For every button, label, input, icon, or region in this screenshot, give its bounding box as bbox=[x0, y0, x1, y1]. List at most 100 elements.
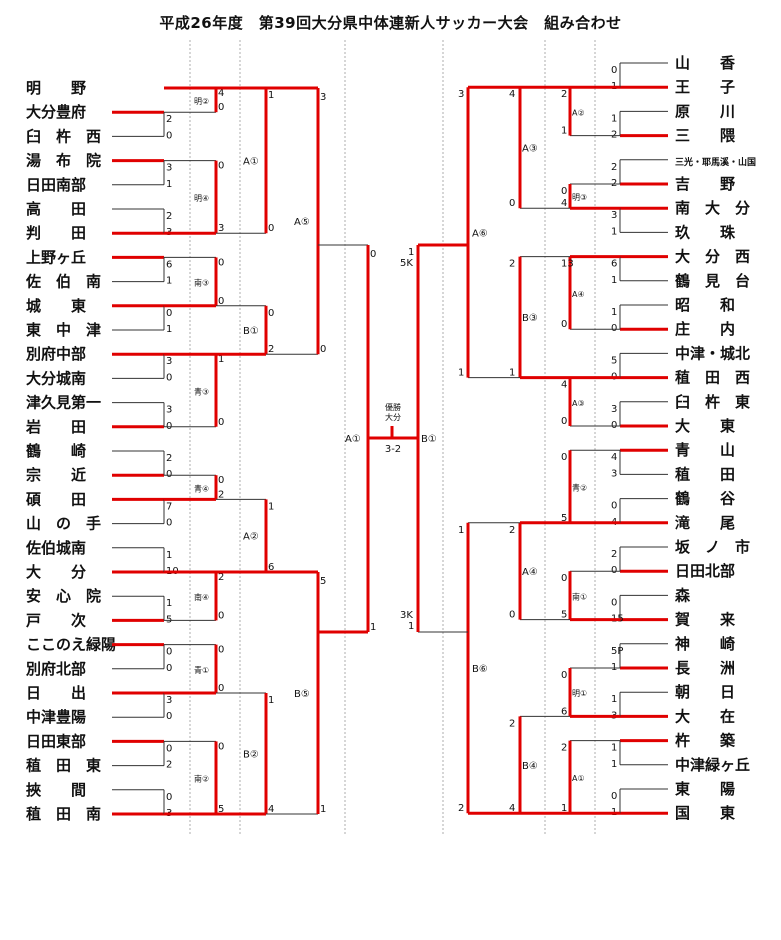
left-r3-label: B② bbox=[243, 750, 259, 761]
champion-label: 優勝 bbox=[385, 402, 401, 412]
right-r1-score-top: 5P bbox=[611, 646, 623, 657]
left-team-name: 稙 田 南 bbox=[26, 805, 101, 823]
left-r1-score-top: 0 bbox=[166, 647, 172, 658]
final-score: 3-2 bbox=[385, 444, 401, 455]
left-team-name: 戸 次 bbox=[26, 611, 86, 629]
left-team-name: 日田南部 bbox=[26, 176, 86, 194]
right-r4-score-top: 3 bbox=[458, 89, 464, 100]
right-r3-score-bot: 0 bbox=[509, 610, 515, 621]
right-r2-score-top: 13 bbox=[561, 259, 574, 270]
left-r2-label: 南③ bbox=[194, 278, 209, 288]
right-r2-label: 明① bbox=[572, 689, 587, 698]
right-r1-score-bot: 1 bbox=[611, 275, 617, 286]
left-r2-score-top: 1 bbox=[218, 354, 224, 365]
right-team-name: 臼 杵 東 bbox=[675, 393, 750, 411]
left-r1-score-bot: 0 bbox=[166, 130, 172, 141]
right-r3-label: B③ bbox=[522, 313, 538, 324]
right-r3-score-top: 2 bbox=[509, 259, 515, 270]
left-r2-score-bot: 0 bbox=[218, 417, 224, 428]
left-r3-label: A② bbox=[243, 532, 259, 543]
right-team-name: 坂 ノ 市 bbox=[675, 538, 750, 556]
right-team-name: 王 子 bbox=[675, 78, 735, 96]
right-team-name: 大 在 bbox=[675, 707, 735, 725]
left-r4-score-bot: 0 bbox=[320, 344, 326, 355]
right-r2-label: A② bbox=[572, 108, 585, 117]
left-r2-score-bot: 5 bbox=[218, 804, 224, 815]
left-team-name: ここのえ緑陽 bbox=[26, 636, 116, 654]
right-r1-score-bot: 1 bbox=[611, 759, 617, 770]
right-r1-score-top: 0 bbox=[611, 597, 617, 608]
right-team-name: 中津緑ヶ丘 bbox=[675, 756, 750, 774]
left-r1-score-top: 7 bbox=[166, 501, 172, 512]
right-r2-score-bot: 0 bbox=[561, 319, 567, 330]
left-r3-score-top: 1 bbox=[268, 501, 274, 512]
right-r1-score-top: 5 bbox=[611, 355, 617, 366]
left-team-name: 大分城南 bbox=[26, 369, 86, 387]
right-team-name: 大 東 bbox=[675, 417, 735, 435]
left-team-name: 別府中部 bbox=[25, 345, 86, 363]
left-r1-score-top: 3 bbox=[166, 695, 172, 706]
left-r1-score-bot: 0 bbox=[166, 711, 172, 722]
left-team-name: 津久見第一 bbox=[26, 394, 101, 412]
right-r3-score-top: 4 bbox=[509, 89, 515, 100]
right-r3-score-bot: 0 bbox=[509, 198, 515, 209]
left-r1-score-bot: 0 bbox=[166, 663, 172, 674]
right-team-name: 東 陽 bbox=[675, 780, 735, 798]
left-team-name: 東 中 津 bbox=[26, 321, 101, 339]
right-r1-score-top: 1 bbox=[611, 694, 617, 705]
right-r2-score-bot: 1 bbox=[561, 803, 567, 814]
left-r2-label: 南④ bbox=[194, 592, 209, 602]
right-r1-score-top: 2 bbox=[611, 549, 617, 560]
left-r2-label: 青③ bbox=[194, 387, 209, 397]
right-r3-score-bot: 1 bbox=[509, 368, 515, 379]
left-team-name: 佐伯城南 bbox=[25, 539, 86, 557]
right-r2-label: A③ bbox=[572, 399, 585, 408]
left-team-name: 臼 杵 西 bbox=[26, 127, 101, 145]
left-r4-score-bot: 1 bbox=[320, 804, 326, 815]
right-team-name: 長 洲 bbox=[675, 659, 735, 677]
right-semi-score-bot: 1 bbox=[408, 621, 414, 632]
left-team-name: 碩 田 bbox=[25, 490, 86, 508]
right-r2-score-top: 2 bbox=[561, 89, 567, 100]
left-team-name: 大分豊府 bbox=[26, 103, 86, 121]
right-semi-score-top: 1 bbox=[408, 247, 414, 258]
left-r1-score-bot: 1 bbox=[166, 276, 172, 287]
left-r1-score-top: 0 bbox=[166, 792, 172, 803]
left-r1-score-top: 3 bbox=[166, 163, 172, 174]
left-team-name: 湯 布 院 bbox=[26, 152, 101, 170]
right-team-name: 庄 内 bbox=[675, 320, 735, 338]
right-team-name: 山 香 bbox=[675, 54, 735, 72]
right-semi-label: B① bbox=[421, 434, 437, 445]
right-r1-score-top: 0 bbox=[611, 65, 617, 76]
right-r2-score-bot: 6 bbox=[561, 706, 567, 717]
right-r1-score-top: 0 bbox=[611, 501, 617, 512]
right-team-name: 昭 和 bbox=[675, 296, 735, 314]
right-team-name: 国 東 bbox=[675, 804, 735, 822]
champion-name: 大分 bbox=[385, 412, 401, 422]
left-r2-score-top: 4 bbox=[218, 88, 224, 99]
right-r1-score-top: 4 bbox=[611, 452, 617, 463]
right-r1-score-top: 3 bbox=[611, 210, 617, 221]
left-team-name: 高 田 bbox=[26, 200, 86, 218]
left-team-name: 安 心 院 bbox=[26, 587, 101, 605]
right-r3-score-top: 2 bbox=[509, 525, 515, 536]
right-team-name: 鶴 見 台 bbox=[675, 272, 750, 290]
right-team-name: 杵 築 bbox=[675, 732, 736, 750]
left-r3-score-bot: 6 bbox=[268, 562, 274, 573]
right-semi-extra-top: 5K bbox=[400, 258, 413, 269]
left-r2-score-bot: 2 bbox=[218, 489, 224, 500]
right-r2-score-top: 0 bbox=[561, 452, 567, 463]
right-r2-score-top: 2 bbox=[561, 743, 567, 754]
left-r2-label: 明② bbox=[194, 97, 209, 106]
left-r1-score-top: 6 bbox=[166, 259, 172, 270]
left-team-name: 宗 近 bbox=[26, 466, 86, 484]
right-r4-score-bot: 2 bbox=[458, 803, 464, 814]
right-r1-score-top: 1 bbox=[611, 743, 617, 754]
right-r2-score-top: 0 bbox=[561, 186, 567, 197]
right-r3-score-top: 2 bbox=[509, 718, 515, 729]
right-r2-score-bot: 0 bbox=[561, 416, 567, 427]
left-r1-score-top: 2 bbox=[166, 453, 172, 464]
right-r2-label: A④ bbox=[572, 290, 585, 299]
left-team-name: 稙 田 東 bbox=[26, 757, 101, 775]
